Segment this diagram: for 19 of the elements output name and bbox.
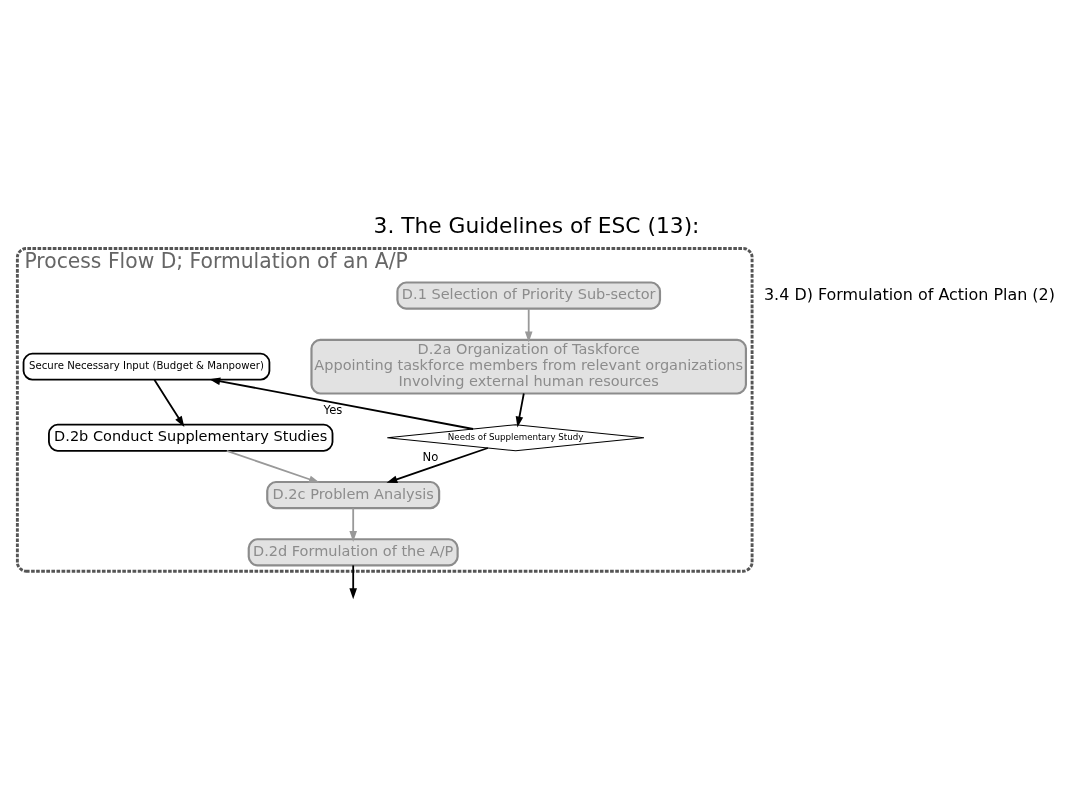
diagram-title: 3. The Guidelines of ESC (13): — [373, 212, 700, 238]
edge-label: No — [422, 449, 439, 464]
arrow — [524, 307, 533, 342]
node-box: D.2b Conduct Supplementary Studies — [48, 423, 334, 452]
arrow — [153, 378, 185, 427]
arrow — [386, 446, 489, 483]
edge-label: Yes — [323, 402, 343, 417]
node-box: D.2a Organization of Taskforce Appointing taskforce members from relevant organizations Involving external human resources — [310, 338, 747, 395]
arrow — [225, 449, 320, 483]
node-box: D.2d Formulation of the A/P — [247, 537, 459, 566]
node-box: D.1 Selection of Priority Sub-sector — [396, 280, 662, 310]
label: 3.4 D) Formulation of Action Plan (2) — [763, 284, 1055, 304]
node-box: Secure Necessary Input (Budget & Manpower) — [22, 352, 271, 381]
node-box: D.2c Problem Analysis — [266, 480, 441, 509]
arrow — [515, 392, 525, 427]
arrow — [349, 506, 357, 542]
node-diamond: Needs of Supplementary Study — [386, 423, 645, 451]
arrow — [349, 564, 357, 599]
arrow — [209, 377, 475, 430]
